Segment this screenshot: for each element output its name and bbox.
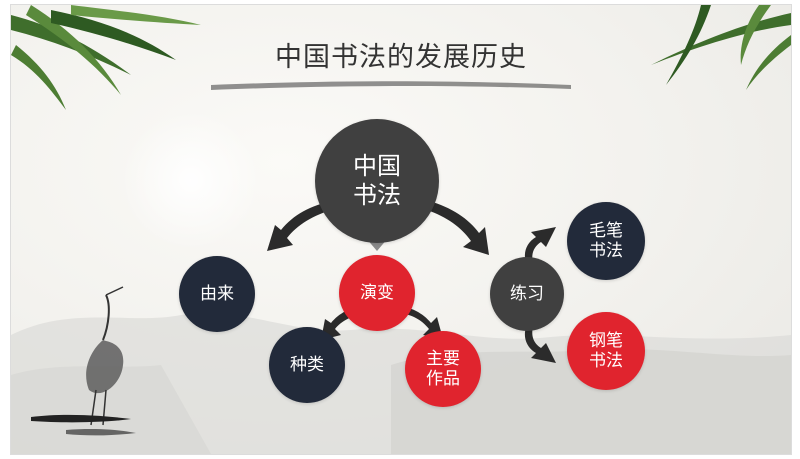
center-node: 中国 书法: [315, 119, 439, 243]
node-origin: 由来: [179, 256, 255, 332]
page-title: 中国书法的发展历史: [275, 42, 527, 73]
center-node-line1: 中国: [353, 152, 401, 181]
node-pen-line1: 钢笔: [589, 330, 623, 351]
node-brush-line2: 书法: [589, 241, 623, 261]
node-types: 种类: [269, 327, 345, 403]
node-evolution: 演变: [339, 255, 415, 331]
bamboo-leaves-icon: [11, 5, 201, 110]
node-pen-line2: 书法: [589, 351, 623, 371]
title-brush-stroke: [211, 81, 571, 90]
bamboo-leaves-icon: [651, 5, 791, 90]
node-types-label: 种类: [290, 354, 324, 375]
node-brush-calligraphy: 毛笔 书法: [567, 202, 645, 280]
node-evolution-label: 演变: [360, 282, 394, 303]
node-practice-label: 练习: [510, 283, 544, 304]
center-node-line2: 书法: [353, 181, 401, 209]
node-origin-label: 由来: [200, 283, 234, 304]
node-works-line1: 主要: [426, 348, 460, 369]
node-practice: 练习: [490, 257, 564, 331]
slide: 中国书法的发展历史 中国 书法 由来 演变 练习 种类 主要 作品 毛笔 书法: [10, 4, 792, 455]
node-pen-calligraphy: 钢笔 书法: [567, 312, 645, 390]
node-works-line2: 作品: [426, 369, 460, 389]
node-works: 主要 作品: [405, 331, 481, 407]
crane-icon: [31, 286, 136, 436]
node-brush-line1: 毛笔: [589, 220, 623, 241]
